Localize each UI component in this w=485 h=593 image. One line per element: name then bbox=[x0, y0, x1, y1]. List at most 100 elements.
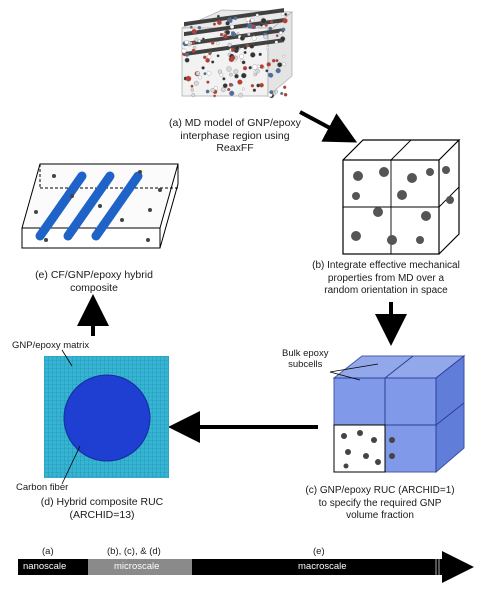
atom bbox=[227, 87, 231, 92]
atom bbox=[246, 44, 249, 47]
atom bbox=[191, 28, 197, 34]
atom bbox=[184, 57, 190, 63]
atom bbox=[220, 87, 226, 93]
atom bbox=[213, 94, 216, 98]
label-bulk-epoxy-subcells: Bulk epoxy subcells bbox=[282, 348, 329, 370]
atom bbox=[191, 41, 195, 45]
atom bbox=[190, 84, 194, 88]
segment-macroscale-bg bbox=[192, 559, 442, 575]
atom bbox=[283, 92, 288, 97]
atom bbox=[255, 13, 259, 17]
pointer-gnp-matrix bbox=[61, 349, 73, 367]
atom bbox=[264, 23, 268, 27]
atom bbox=[259, 82, 264, 88]
atom bbox=[216, 14, 220, 18]
atom bbox=[263, 34, 268, 40]
atom bbox=[250, 18, 255, 23]
caption-e: (e) CF/GNP/epoxy hybrid composite bbox=[35, 269, 153, 294]
atom bbox=[197, 39, 201, 43]
gnp-cube bbox=[342, 139, 461, 255]
atom bbox=[193, 80, 199, 86]
atom bbox=[258, 52, 262, 57]
atom bbox=[211, 60, 215, 64]
atom bbox=[195, 71, 201, 76]
scale-above-bcd: (b), (c), & (d) bbox=[107, 546, 161, 557]
atom bbox=[260, 18, 267, 24]
atom bbox=[205, 89, 210, 94]
atom bbox=[241, 60, 246, 65]
atom bbox=[277, 62, 283, 68]
caption-d: (d) Hybrid composite RUC (ARCHID=13) bbox=[40, 496, 164, 521]
atom bbox=[253, 72, 258, 77]
atom bbox=[225, 29, 231, 35]
atom bbox=[210, 41, 215, 45]
pointer-bulk-epoxy-2 bbox=[329, 363, 379, 373]
atom bbox=[268, 26, 273, 31]
atom bbox=[201, 66, 205, 70]
hybrid-ruc bbox=[44, 356, 169, 478]
atom bbox=[210, 88, 215, 93]
atom bbox=[251, 35, 257, 41]
atom bbox=[229, 72, 233, 77]
atom bbox=[280, 36, 286, 42]
atom bbox=[230, 55, 236, 61]
segment-nanoscale-bg bbox=[18, 559, 88, 575]
atom bbox=[251, 12, 256, 16]
scale-microscale: microscale bbox=[114, 561, 160, 572]
atom bbox=[281, 27, 286, 32]
atom bbox=[280, 91, 284, 96]
atom bbox=[249, 43, 255, 49]
atom bbox=[237, 79, 243, 85]
atom bbox=[283, 85, 287, 89]
atom bbox=[248, 66, 252, 70]
atom bbox=[216, 41, 220, 45]
atom bbox=[268, 72, 274, 78]
ruc-cube bbox=[332, 354, 466, 474]
atom bbox=[233, 69, 239, 75]
atom bbox=[243, 50, 247, 55]
atom bbox=[227, 42, 232, 48]
atom bbox=[274, 40, 279, 44]
atom bbox=[191, 48, 196, 53]
atom bbox=[271, 58, 276, 63]
atom bbox=[208, 52, 212, 56]
pointer-bulk-epoxy-1 bbox=[329, 371, 361, 381]
atom bbox=[206, 70, 212, 76]
atom bbox=[282, 54, 286, 58]
atom bbox=[243, 45, 248, 50]
atom bbox=[230, 48, 235, 52]
atom bbox=[234, 45, 240, 51]
segment-microscale-bg bbox=[88, 559, 192, 575]
atom bbox=[247, 23, 253, 29]
atom bbox=[242, 66, 248, 71]
atom bbox=[265, 69, 269, 73]
atom bbox=[252, 64, 258, 70]
atom bbox=[230, 83, 234, 87]
atom bbox=[241, 72, 247, 79]
atom bbox=[252, 88, 257, 92]
atom bbox=[226, 66, 232, 72]
atom bbox=[203, 72, 207, 76]
atom bbox=[194, 37, 199, 42]
atom bbox=[230, 24, 235, 29]
atom bbox=[219, 32, 224, 37]
atom bbox=[274, 89, 279, 94]
atom bbox=[275, 68, 281, 74]
atom bbox=[198, 75, 202, 80]
atom bbox=[216, 54, 220, 58]
atom bbox=[212, 22, 217, 26]
scale-macroscale: macroscale bbox=[298, 561, 347, 572]
atom bbox=[282, 62, 286, 66]
atom bbox=[269, 90, 274, 95]
scale-above-a: (a) bbox=[42, 546, 54, 557]
atom bbox=[275, 59, 279, 63]
atom bbox=[234, 74, 239, 79]
scale-nanoscale: nanoscale bbox=[23, 561, 67, 572]
atom bbox=[245, 16, 251, 22]
arrow-a-to-b bbox=[299, 110, 358, 143]
atom bbox=[217, 69, 223, 74]
atom bbox=[206, 80, 210, 84]
scale-bar bbox=[18, 551, 474, 583]
atom bbox=[238, 92, 243, 98]
